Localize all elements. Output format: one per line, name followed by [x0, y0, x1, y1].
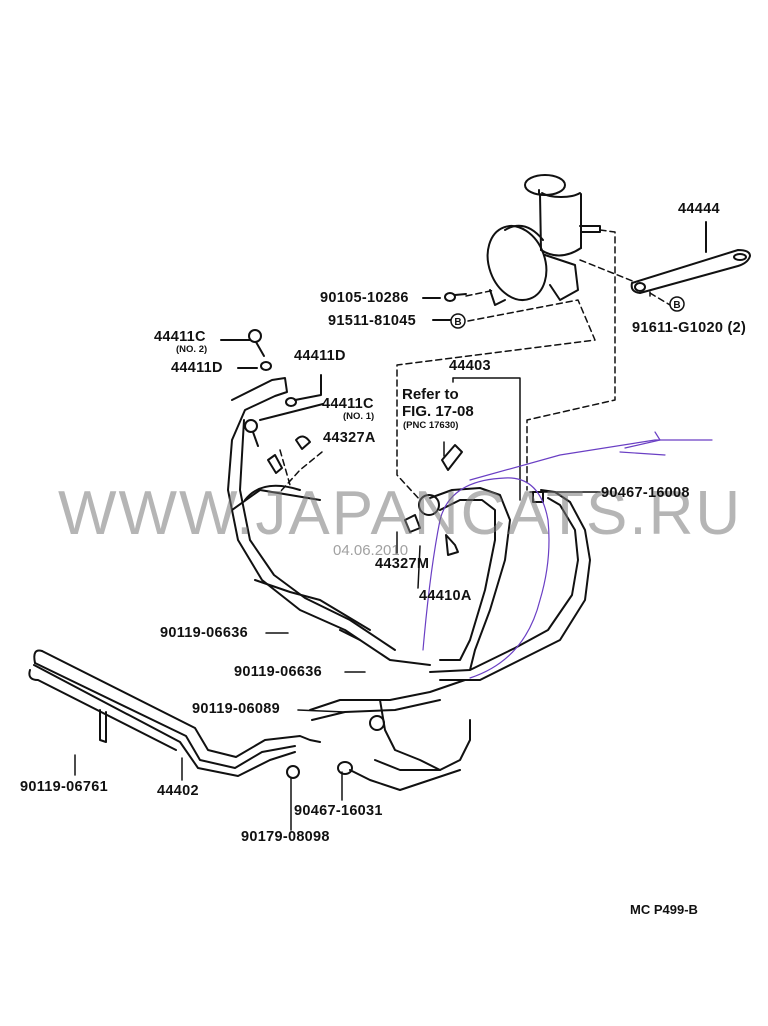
- pen-annotation: [422, 431, 713, 679]
- part-label-44327m: 44327M: [375, 556, 430, 572]
- reference-note-line1: Refer to: [402, 386, 459, 403]
- pressure-line: [227, 377, 431, 666]
- cooler-tube-44402: [28, 649, 471, 791]
- bracket-44444: [630, 221, 751, 294]
- part-label-90105-10286: 90105-10286: [320, 290, 409, 306]
- part-label-44327a: 44327A: [323, 430, 376, 446]
- part-label-90179-08098: 90179-08098: [241, 829, 330, 845]
- svg-text:B: B: [454, 317, 461, 328]
- part-label-90119-06636-lower: 90119-06636: [234, 664, 322, 680]
- leader-lines: [74, 291, 651, 831]
- fasteners-upper: [220, 292, 467, 450]
- part-label-90119-06089: 90119-06089: [192, 701, 280, 717]
- part-label-91611-g1020: 91611-G1020 (2): [632, 320, 747, 336]
- reference-note-line2: FIG. 17-08: [402, 403, 474, 420]
- part-label-90467-16008: 90467-16008: [601, 485, 690, 501]
- reference-lines: [279, 229, 671, 501]
- part-label-90119-06761: 90119-06761: [20, 779, 108, 795]
- part-label-90467-16031: 90467-16031: [294, 803, 383, 819]
- watermark-date: 04.06.2010: [333, 542, 409, 559]
- pump-reservoir-assembly: [486, 174, 601, 306]
- return-hoses: [404, 444, 591, 681]
- reference-note-pnc: (PNC 17630): [403, 420, 459, 431]
- diagram-code: MC P499-B: [630, 902, 698, 917]
- svg-text:B: B: [673, 300, 680, 311]
- part-label-44403: 44403: [449, 358, 491, 374]
- callout-b: B B: [450, 296, 685, 329]
- part-label-91511-81045: 91511-81045: [328, 313, 416, 329]
- part-label-44411d-right: 44411D: [294, 348, 346, 364]
- part-label-44444: 44444: [678, 201, 720, 217]
- part-label-90119-06636-upper: 90119-06636: [160, 625, 248, 641]
- part-label-44411d-left: 44411D: [171, 360, 223, 376]
- part-label-44411c-no1: 44411C: [322, 396, 374, 412]
- part-sublabel-no1: (NO. 1): [343, 411, 375, 422]
- part-sublabel-no2: (NO. 2): [176, 344, 208, 355]
- part-label-44402: 44402: [157, 783, 199, 799]
- part-label-44411c-no2: 44411C: [154, 329, 206, 345]
- watermark: WWW.JAPANCATS.RU: [58, 479, 743, 548]
- part-label-44410a: 44410A: [419, 588, 472, 604]
